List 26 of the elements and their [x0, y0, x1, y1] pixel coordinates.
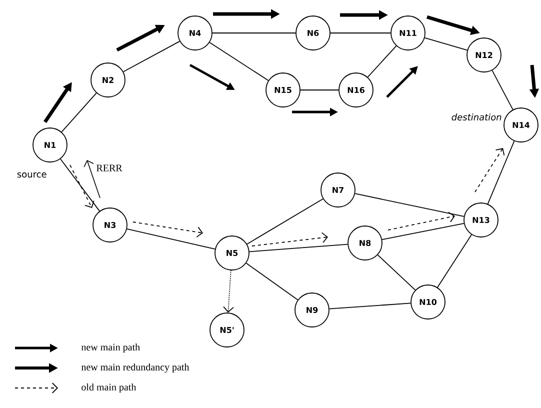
link-line — [437, 234, 472, 288]
link-line — [354, 193, 464, 217]
link-line — [377, 254, 416, 291]
link-line — [330, 32, 391, 34]
legend-label: old main path — [82, 383, 136, 393]
link-line — [382, 222, 464, 240]
link-line — [212, 32, 296, 34]
link-line — [223, 270, 234, 313]
link-line — [122, 40, 180, 72]
link-line — [246, 198, 324, 245]
legend-label: new main path — [81, 343, 140, 353]
link-line — [492, 70, 514, 110]
message-label: RERR — [96, 164, 122, 172]
link-line — [246, 262, 298, 300]
link-line — [209, 42, 269, 81]
link-line — [367, 45, 397, 78]
link-line — [487, 140, 515, 204]
node-caption: destination — [452, 114, 502, 120]
link-line — [61, 92, 97, 132]
link-line — [60, 158, 100, 212]
link-line — [248, 244, 348, 252]
legend-label: new main redundancy path — [81, 363, 190, 373]
link-line — [328, 302, 412, 310]
link-line — [126, 228, 216, 250]
link-line — [424, 37, 468, 51]
node-caption: source — [17, 172, 46, 178]
